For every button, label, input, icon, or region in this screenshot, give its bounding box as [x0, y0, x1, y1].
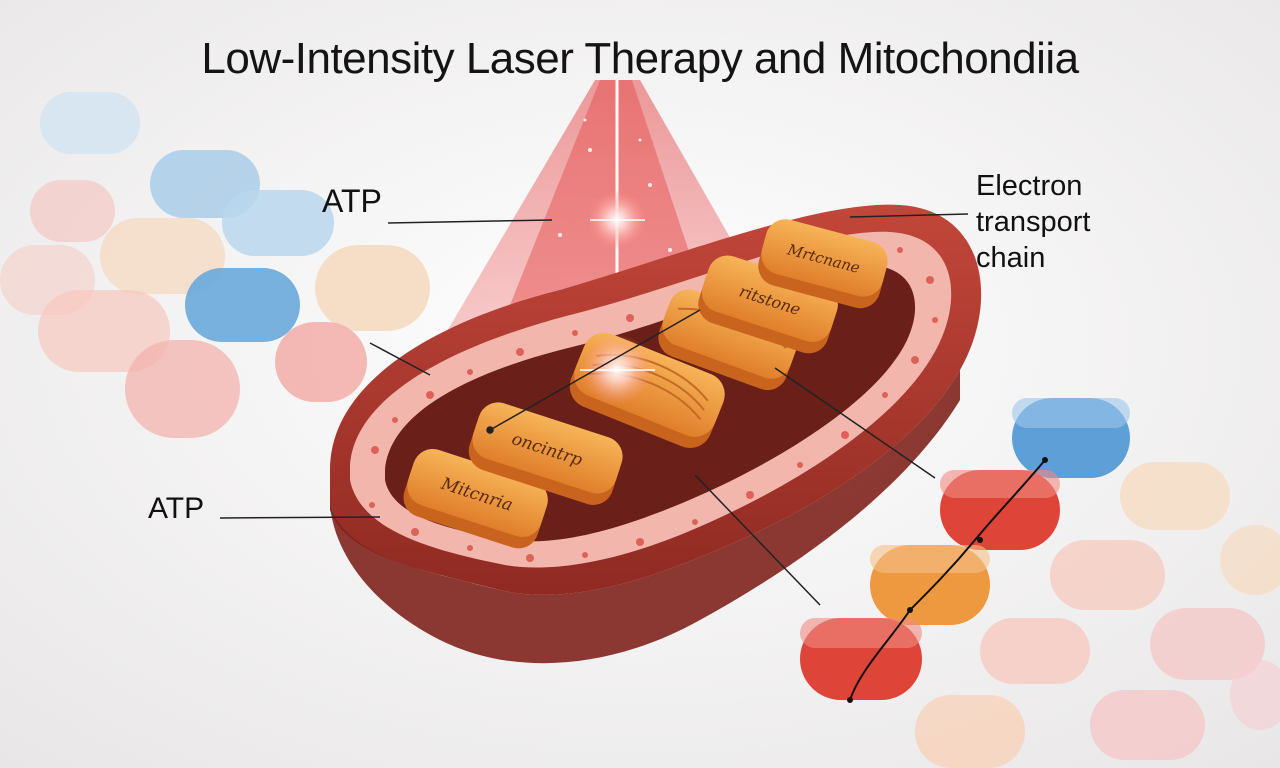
label-atp-top: ATP [322, 183, 382, 219]
capsule [1220, 525, 1280, 595]
capsule [125, 340, 240, 438]
diagram-title: Low-Intensity Laser Therapy and Mitochon… [201, 34, 1079, 83]
label-electron-transport-chain: Electron transport chain [976, 170, 1091, 274]
laser-flares [580, 190, 655, 406]
leader-line-atp-top [387, 219, 553, 224]
capsule [1230, 660, 1280, 730]
electron-transport-chain-capsules [800, 398, 1130, 703]
leader-line [694, 474, 821, 606]
capsule [30, 180, 115, 242]
capsule [40, 92, 140, 154]
capsule [1050, 540, 1165, 610]
capsule [915, 695, 1025, 768]
capsule [222, 190, 334, 256]
capsule [1120, 462, 1230, 530]
leader-lines [219, 213, 969, 606]
leader-line [489, 309, 701, 431]
leader-line [774, 367, 936, 479]
leader-line-electron-transport [849, 213, 969, 218]
capsule [980, 618, 1090, 684]
capsule [100, 218, 225, 294]
label-atp-bottom: ATP [148, 492, 205, 525]
capsule [315, 245, 430, 331]
capsule [38, 290, 170, 372]
capsule [1150, 608, 1265, 680]
right-capsule-group [915, 462, 1280, 768]
capsule [1090, 690, 1205, 760]
cristae-group: Mitcnria oncintrp ri [403, 219, 888, 549]
capsule [185, 268, 300, 342]
leader-dot [486, 426, 494, 434]
left-capsule-group [0, 92, 430, 438]
leader-line [369, 342, 431, 376]
outer-membrane-side [330, 370, 960, 664]
capsule [275, 322, 367, 402]
leader-line-atp-bottom [219, 516, 381, 519]
